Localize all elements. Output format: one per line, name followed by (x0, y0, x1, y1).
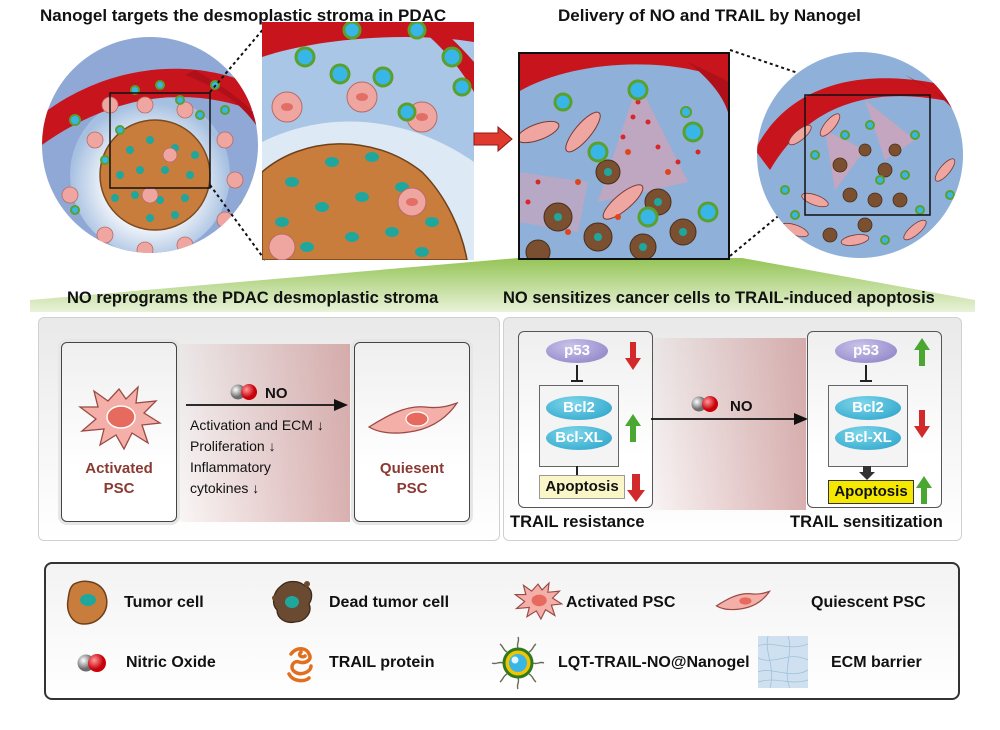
legend-label-nanogel: LQT-TRAIL-NO@Nanogel (558, 654, 750, 671)
bclxl-node: Bcl-XL (546, 426, 612, 450)
legend-label-tumor-cell: Tumor cell (124, 594, 204, 611)
ecm-barrier-icon (758, 636, 808, 688)
apoptosis-down-arrow-icon (627, 474, 645, 502)
progression-arrow-icon (473, 125, 513, 153)
left-illustration-title: Nanogel targets the desmoplastic stroma … (40, 6, 447, 25)
apoptosis-no-label: NO (730, 398, 753, 415)
zoom-region-marker (109, 92, 211, 189)
tumor-cell-icon (66, 580, 108, 625)
trail-resistance-caption: TRAIL resistance (510, 513, 645, 531)
p53-up-arrow-icon (914, 338, 930, 366)
transition-band (180, 344, 350, 522)
blood-vessel (42, 68, 258, 150)
quiescent-psc-icon (367, 401, 459, 434)
apoptosis-transition-arrow (651, 413, 808, 425)
p53-node: p53 (835, 339, 897, 363)
inhibition-bar (860, 380, 872, 382)
treated-tissue-overview (757, 52, 963, 258)
tumor-stroma-zoom-view (262, 22, 474, 260)
trail-sensitization-card: p53 Bcl2 Bcl-XL Apoptosis (807, 331, 942, 508)
stroma-transition-arrow (186, 399, 348, 411)
legend-label-ecm-barrier: ECM barrier (831, 654, 922, 671)
pdac-tissue-overview (42, 37, 258, 253)
apoptosis-node: Apoptosis (828, 480, 914, 504)
bcl2-node: Bcl2 (835, 396, 901, 420)
apoptosis-panel-title: NO sensitizes cancer cells to TRAIL-indu… (503, 289, 935, 307)
effect-activation-ecm: Activation and ECM ↓ (190, 417, 324, 433)
stroma-panel-title: NO reprograms the PDAC desmoplastic stro… (67, 289, 439, 307)
bcl-family-box: Bcl2 Bcl-XL (828, 385, 908, 467)
bcl-family-box: Bcl2 Bcl-XL (539, 385, 619, 467)
inhibition-line (576, 365, 578, 381)
apoptosis-node: Apoptosis (539, 475, 625, 499)
activated-psc-icon (513, 581, 563, 621)
inhibition-line-2 (576, 466, 578, 480)
stroma-no-label: NO (265, 385, 288, 402)
right-illustration-title: Delivery of NO and TRAIL by Nanogel (558, 6, 861, 25)
activation-arrow-icon (859, 466, 875, 480)
legend: Tumor cell Dead tumor cell Activated PSC… (44, 562, 960, 700)
trail-sensitization-caption: TRAIL sensitization (790, 513, 943, 531)
legend-label-dead-tumor-cell: Dead tumor cell (329, 594, 450, 611)
activated-psc-icon (78, 385, 162, 451)
nitric-oxide-icon (230, 384, 257, 400)
p53-down-arrow-icon (625, 342, 641, 370)
effect-cytokines: cytokines ↓ (190, 480, 260, 496)
quiescent-psc-card: Quiesent PSC (354, 342, 470, 522)
activated-psc-label-line1: Activated (85, 460, 153, 477)
bcl2-node: Bcl2 (546, 396, 612, 420)
highlight-beam (30, 258, 975, 312)
zoom-connector-lines (209, 26, 266, 261)
dead-tumor-cell-icon (272, 580, 313, 624)
drug-delivery-zoom-view (518, 52, 730, 260)
effect-proliferation: Proliferation ↓ (190, 438, 276, 454)
legend-label-trail-protein: TRAIL protein (329, 654, 435, 671)
activated-psc-card: Activated PSC (61, 342, 177, 522)
nanogel-icon (491, 636, 545, 690)
effect-inflammatory: Inflammatory (190, 459, 271, 475)
legend-label-quiescent-psc: Quiescent PSC (811, 594, 926, 611)
inhibition-line (865, 365, 867, 381)
quiescent-psc-label-line1: Quiesent (379, 460, 445, 477)
legend-label-nitric-oxide: Nitric Oxide (126, 654, 216, 671)
bcl-down-arrow-icon (914, 410, 930, 438)
activated-psc-label-line2: PSC (103, 480, 135, 497)
stroma-effects-list: Activation and ECM ↓ Proliferation ↓ Inf… (190, 415, 324, 499)
nitric-oxide-icon-2 (691, 396, 718, 412)
p53-node: p53 (546, 339, 608, 363)
bclxl-node: Bcl-XL (835, 426, 901, 450)
trail-protein-icon (287, 647, 313, 683)
inhibition-bar (571, 380, 583, 382)
apoptosis-up-arrow-icon (916, 476, 932, 504)
nitric-oxide-icon (77, 654, 106, 672)
trail-resistance-card: p53 Bcl2 Bcl-XL Apoptosis (518, 331, 653, 508)
bcl-up-arrow-icon (625, 414, 641, 442)
quiescent-psc-icon (715, 590, 772, 611)
legend-label-activated-psc: Activated PSC (566, 594, 676, 611)
quiescent-psc-label-line2: PSC (396, 480, 428, 497)
transition-band-2 (651, 338, 806, 510)
